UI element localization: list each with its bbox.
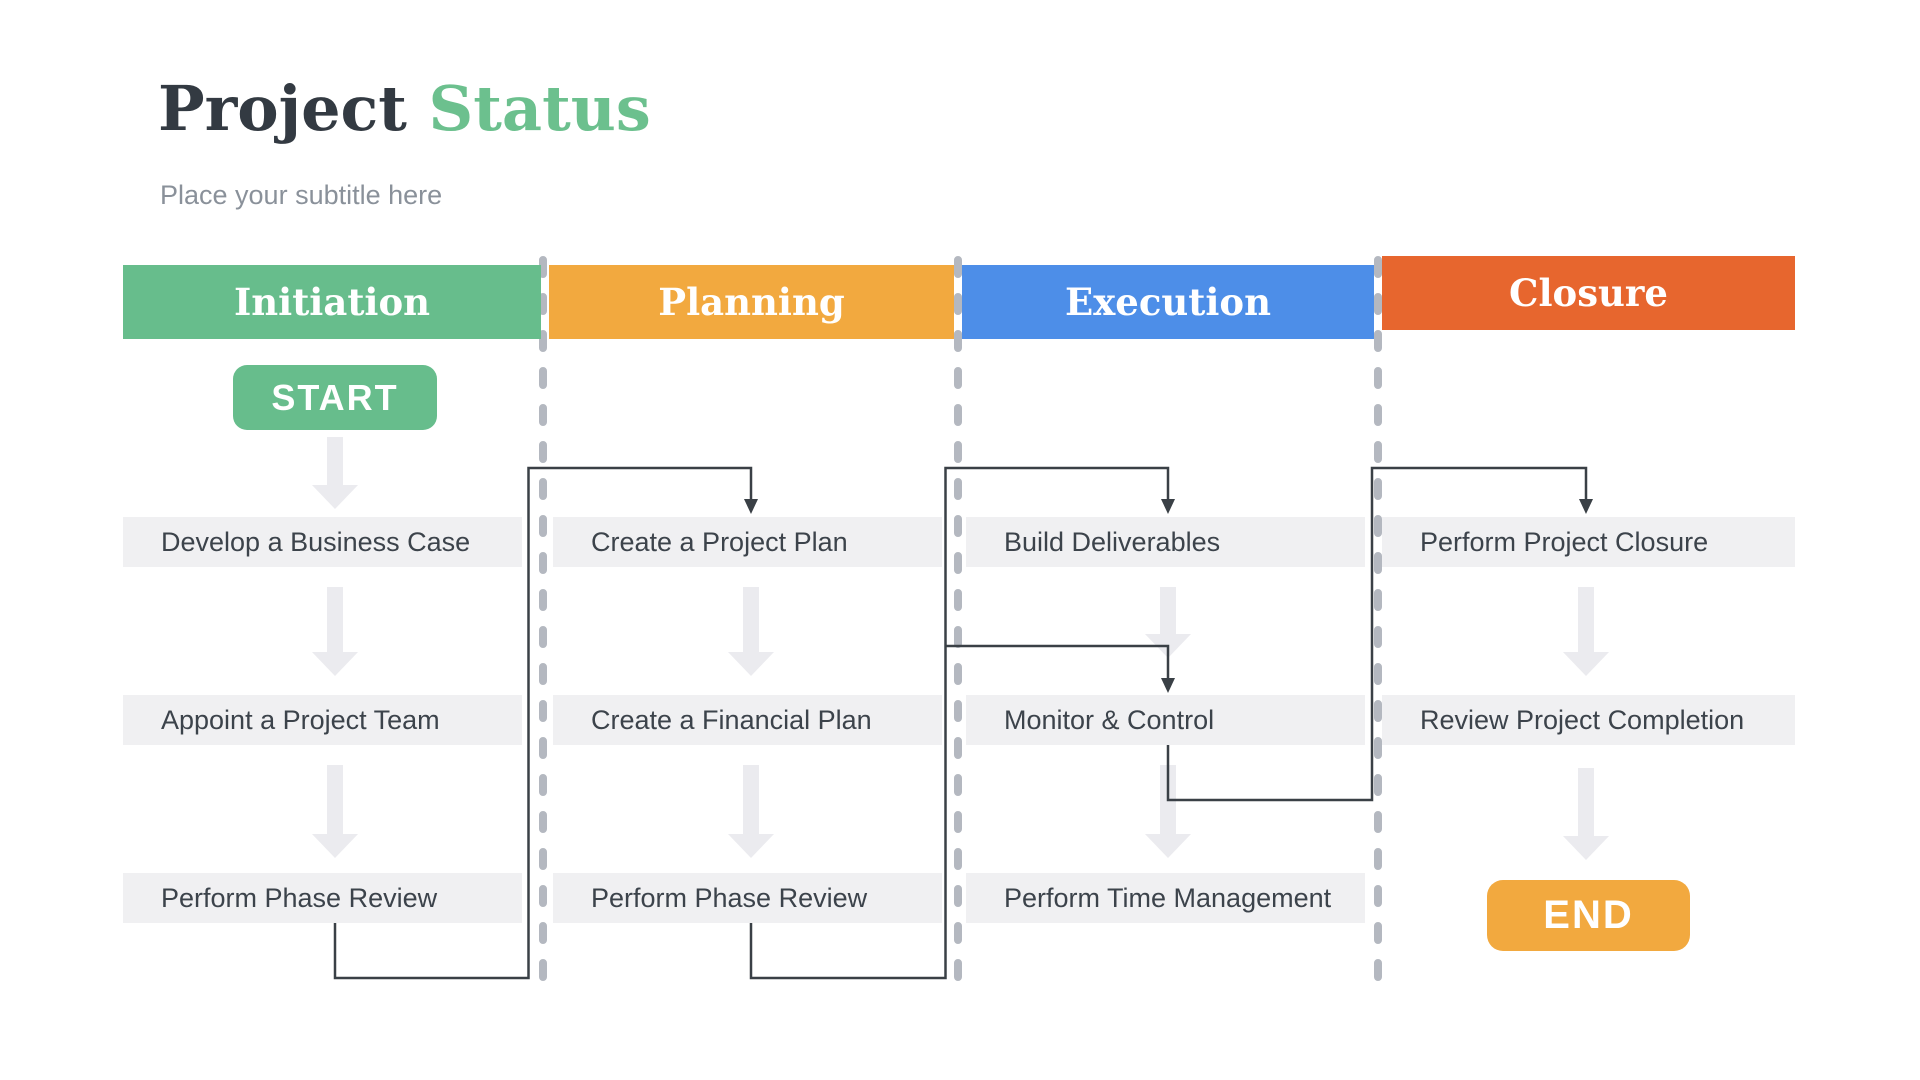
page-title: Project Status xyxy=(158,72,651,145)
task-build-deliverables: Build Deliverables xyxy=(966,517,1365,567)
connector-arrowhead-icon xyxy=(1161,499,1175,514)
connector-arrowhead-icon xyxy=(744,499,758,514)
start-button[interactable]: START xyxy=(233,365,437,430)
flow-arrow-down-icon xyxy=(312,765,358,858)
phase-header-initiation: Initiation xyxy=(123,265,541,339)
task-perform-phase-review-planning: Perform Phase Review xyxy=(553,873,942,923)
task-perform-time-management: Perform Time Management xyxy=(966,873,1365,923)
task-create-financial-plan: Create a Financial Plan xyxy=(553,695,942,745)
task-create-project-plan: Create a Project Plan xyxy=(553,517,942,567)
flow-arrow-down-icon xyxy=(312,587,358,676)
flow-arrow-down-icon xyxy=(1563,768,1609,860)
connector-arrowhead-icon xyxy=(1579,499,1593,514)
task-perform-phase-review-initiation: Perform Phase Review xyxy=(123,873,522,923)
task-develop-business-case: Develop a Business Case xyxy=(123,517,522,567)
page-title-accent: Status xyxy=(428,72,651,145)
phase-header-label: Initiation xyxy=(233,280,431,324)
phase-header-closure: Closure xyxy=(1382,256,1795,330)
end-button[interactable]: END xyxy=(1487,880,1690,951)
flow-arrow-down-icon xyxy=(728,765,774,858)
page-title-main: Project xyxy=(158,72,407,145)
page-subtitle: Place your subtitle here xyxy=(160,180,443,210)
phase-header-label: Closure xyxy=(1509,271,1668,315)
flow-arrow-down-icon xyxy=(728,587,774,676)
flow-arrow-down-icon xyxy=(312,437,358,509)
flow-arrow-down-icon xyxy=(1563,587,1609,676)
flow-arrow-down-icon xyxy=(1145,765,1191,858)
phase-header-planning: Planning xyxy=(549,265,954,339)
phase-header-execution: Execution xyxy=(962,265,1374,339)
task-monitor-control: Monitor & Control xyxy=(966,695,1365,745)
flow-arrow-down-icon xyxy=(1145,587,1191,658)
task-appoint-project-team: Appoint a Project Team xyxy=(123,695,522,745)
connector-branch-to-monitor-control xyxy=(945,644,1170,678)
phase-header-label: Execution xyxy=(1065,280,1271,324)
connector-arrowhead-icon xyxy=(1161,678,1175,693)
phase-header-label: Planning xyxy=(658,280,845,324)
task-review-project-completion: Review Project Completion xyxy=(1382,695,1795,745)
task-perform-project-closure: Perform Project Closure xyxy=(1382,517,1795,567)
